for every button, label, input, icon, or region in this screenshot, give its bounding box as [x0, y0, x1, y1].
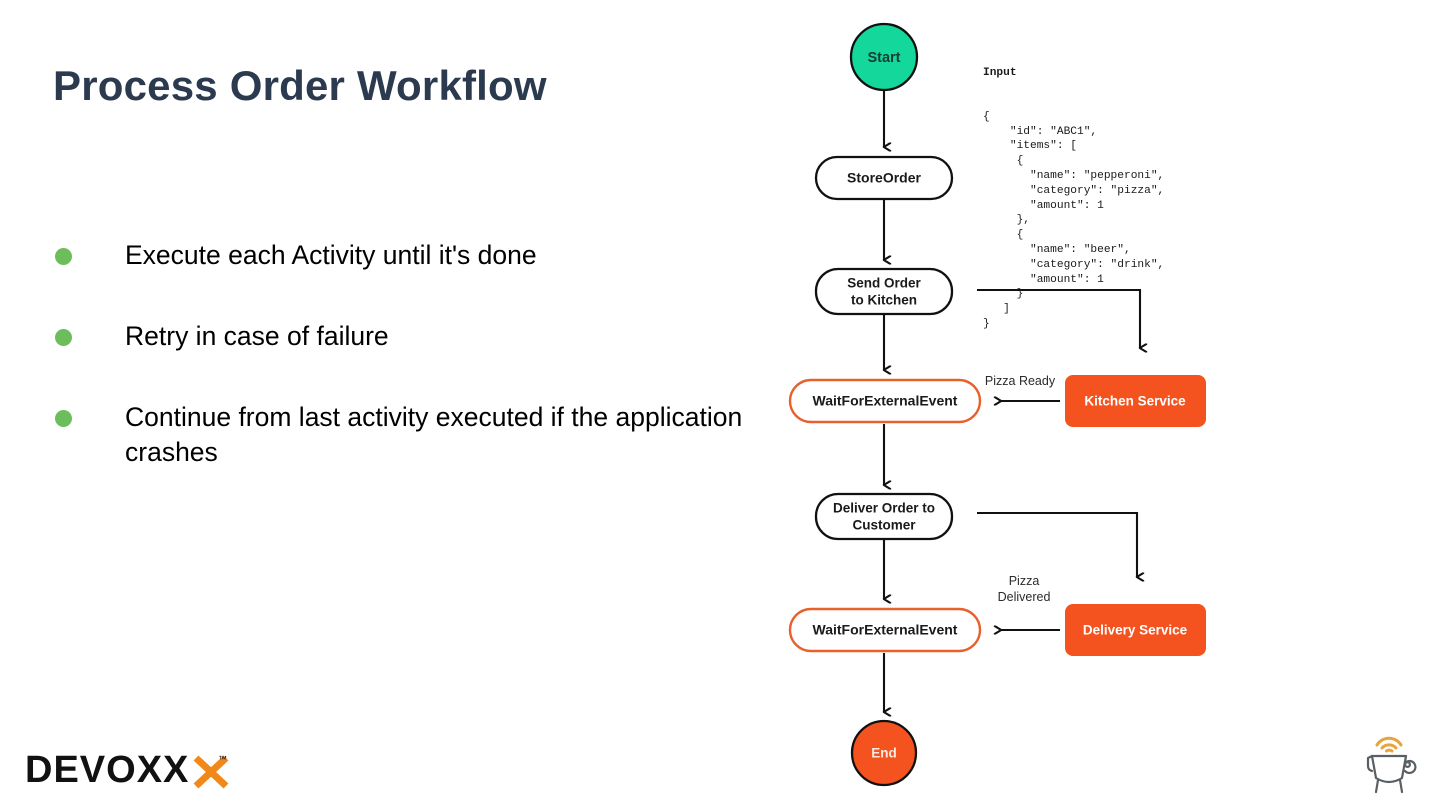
node-deliver-label-line1: Deliver Order to	[833, 501, 935, 516]
node-storeorder-label: StoreOrder	[847, 170, 921, 186]
list-item: Continue from last activity executed if …	[55, 400, 755, 470]
edge-label-pizza-ready: Pizza Ready	[985, 374, 1056, 388]
node-wait-1-label: WaitForExternalEvent	[813, 393, 958, 409]
input-json-title: Input	[983, 66, 1017, 79]
edge-sendorder-to-kitchen-service	[977, 288, 1140, 348]
trademark-symbol: ™	[218, 754, 227, 764]
node-wait-for-external-event-1[interactable]: WaitForExternalEvent	[788, 378, 982, 424]
node-deliver-label-line2: Customer	[852, 518, 916, 533]
node-start-label: Start	[867, 50, 900, 66]
edge-label-pizza-delivered-line2: Delivered	[998, 590, 1051, 604]
node-wait-for-external-event-2[interactable]: WaitForExternalEvent	[788, 607, 982, 653]
bullet-text: Continue from last activity executed if …	[125, 401, 743, 467]
node-kitchen-service-label: Kitchen Service	[1084, 394, 1186, 409]
node-send-order-label-line1: Send Order	[847, 276, 921, 291]
input-json-code: { "id": "ABC1", "items": [ { "name": "pe…	[983, 110, 1165, 330]
node-end[interactable]: End	[850, 719, 918, 787]
input-json-panel: Input { "id": "ABC1", "items": [ { "name…	[983, 36, 1164, 361]
bullet-list: Execute each Activity until it's done Re…	[55, 238, 755, 516]
devoxx-logo: DEVOXX	[25, 752, 229, 791]
edge-label-pizza-delivered-line1: Pizza	[1009, 574, 1040, 588]
node-end-label: End	[871, 746, 897, 761]
node-delivery-service-label: Delivery Service	[1083, 623, 1188, 638]
devoxx-coffee-cup-icon	[1366, 736, 1417, 794]
bullet-text: Execute each Activity until it's done	[125, 240, 537, 270]
node-wait-2-label: WaitForExternalEvent	[813, 622, 958, 638]
page-title: Process Order Workflow	[53, 62, 547, 109]
node-storeorder[interactable]: StoreOrder	[814, 155, 954, 201]
bullet-dot-icon	[55, 409, 72, 427]
node-send-order-label-line2: to Kitchen	[851, 293, 917, 308]
bullet-text: Retry in case of failure	[125, 320, 389, 351]
node-start[interactable]: Start	[849, 22, 919, 92]
node-deliver-order-to-customer[interactable]: Deliver Order to Customer	[814, 492, 954, 541]
list-item: Retry in case of failure	[55, 319, 755, 354]
list-item: Execute each Activity until it's done	[55, 238, 755, 273]
devoxx-x-accent-icon	[193, 755, 229, 789]
node-send-order-to-kitchen[interactable]: Send Order to Kitchen	[814, 267, 954, 316]
node-delivery-service[interactable]: Delivery Service	[1065, 604, 1206, 656]
node-kitchen-service[interactable]: Kitchen Service	[1065, 375, 1206, 427]
devoxx-logo-text: DEVOXX	[25, 752, 189, 791]
bullet-dot-icon	[55, 328, 72, 346]
bullet-dot-icon	[55, 248, 72, 265]
edge-deliver-to-delivery-service	[977, 511, 1137, 577]
